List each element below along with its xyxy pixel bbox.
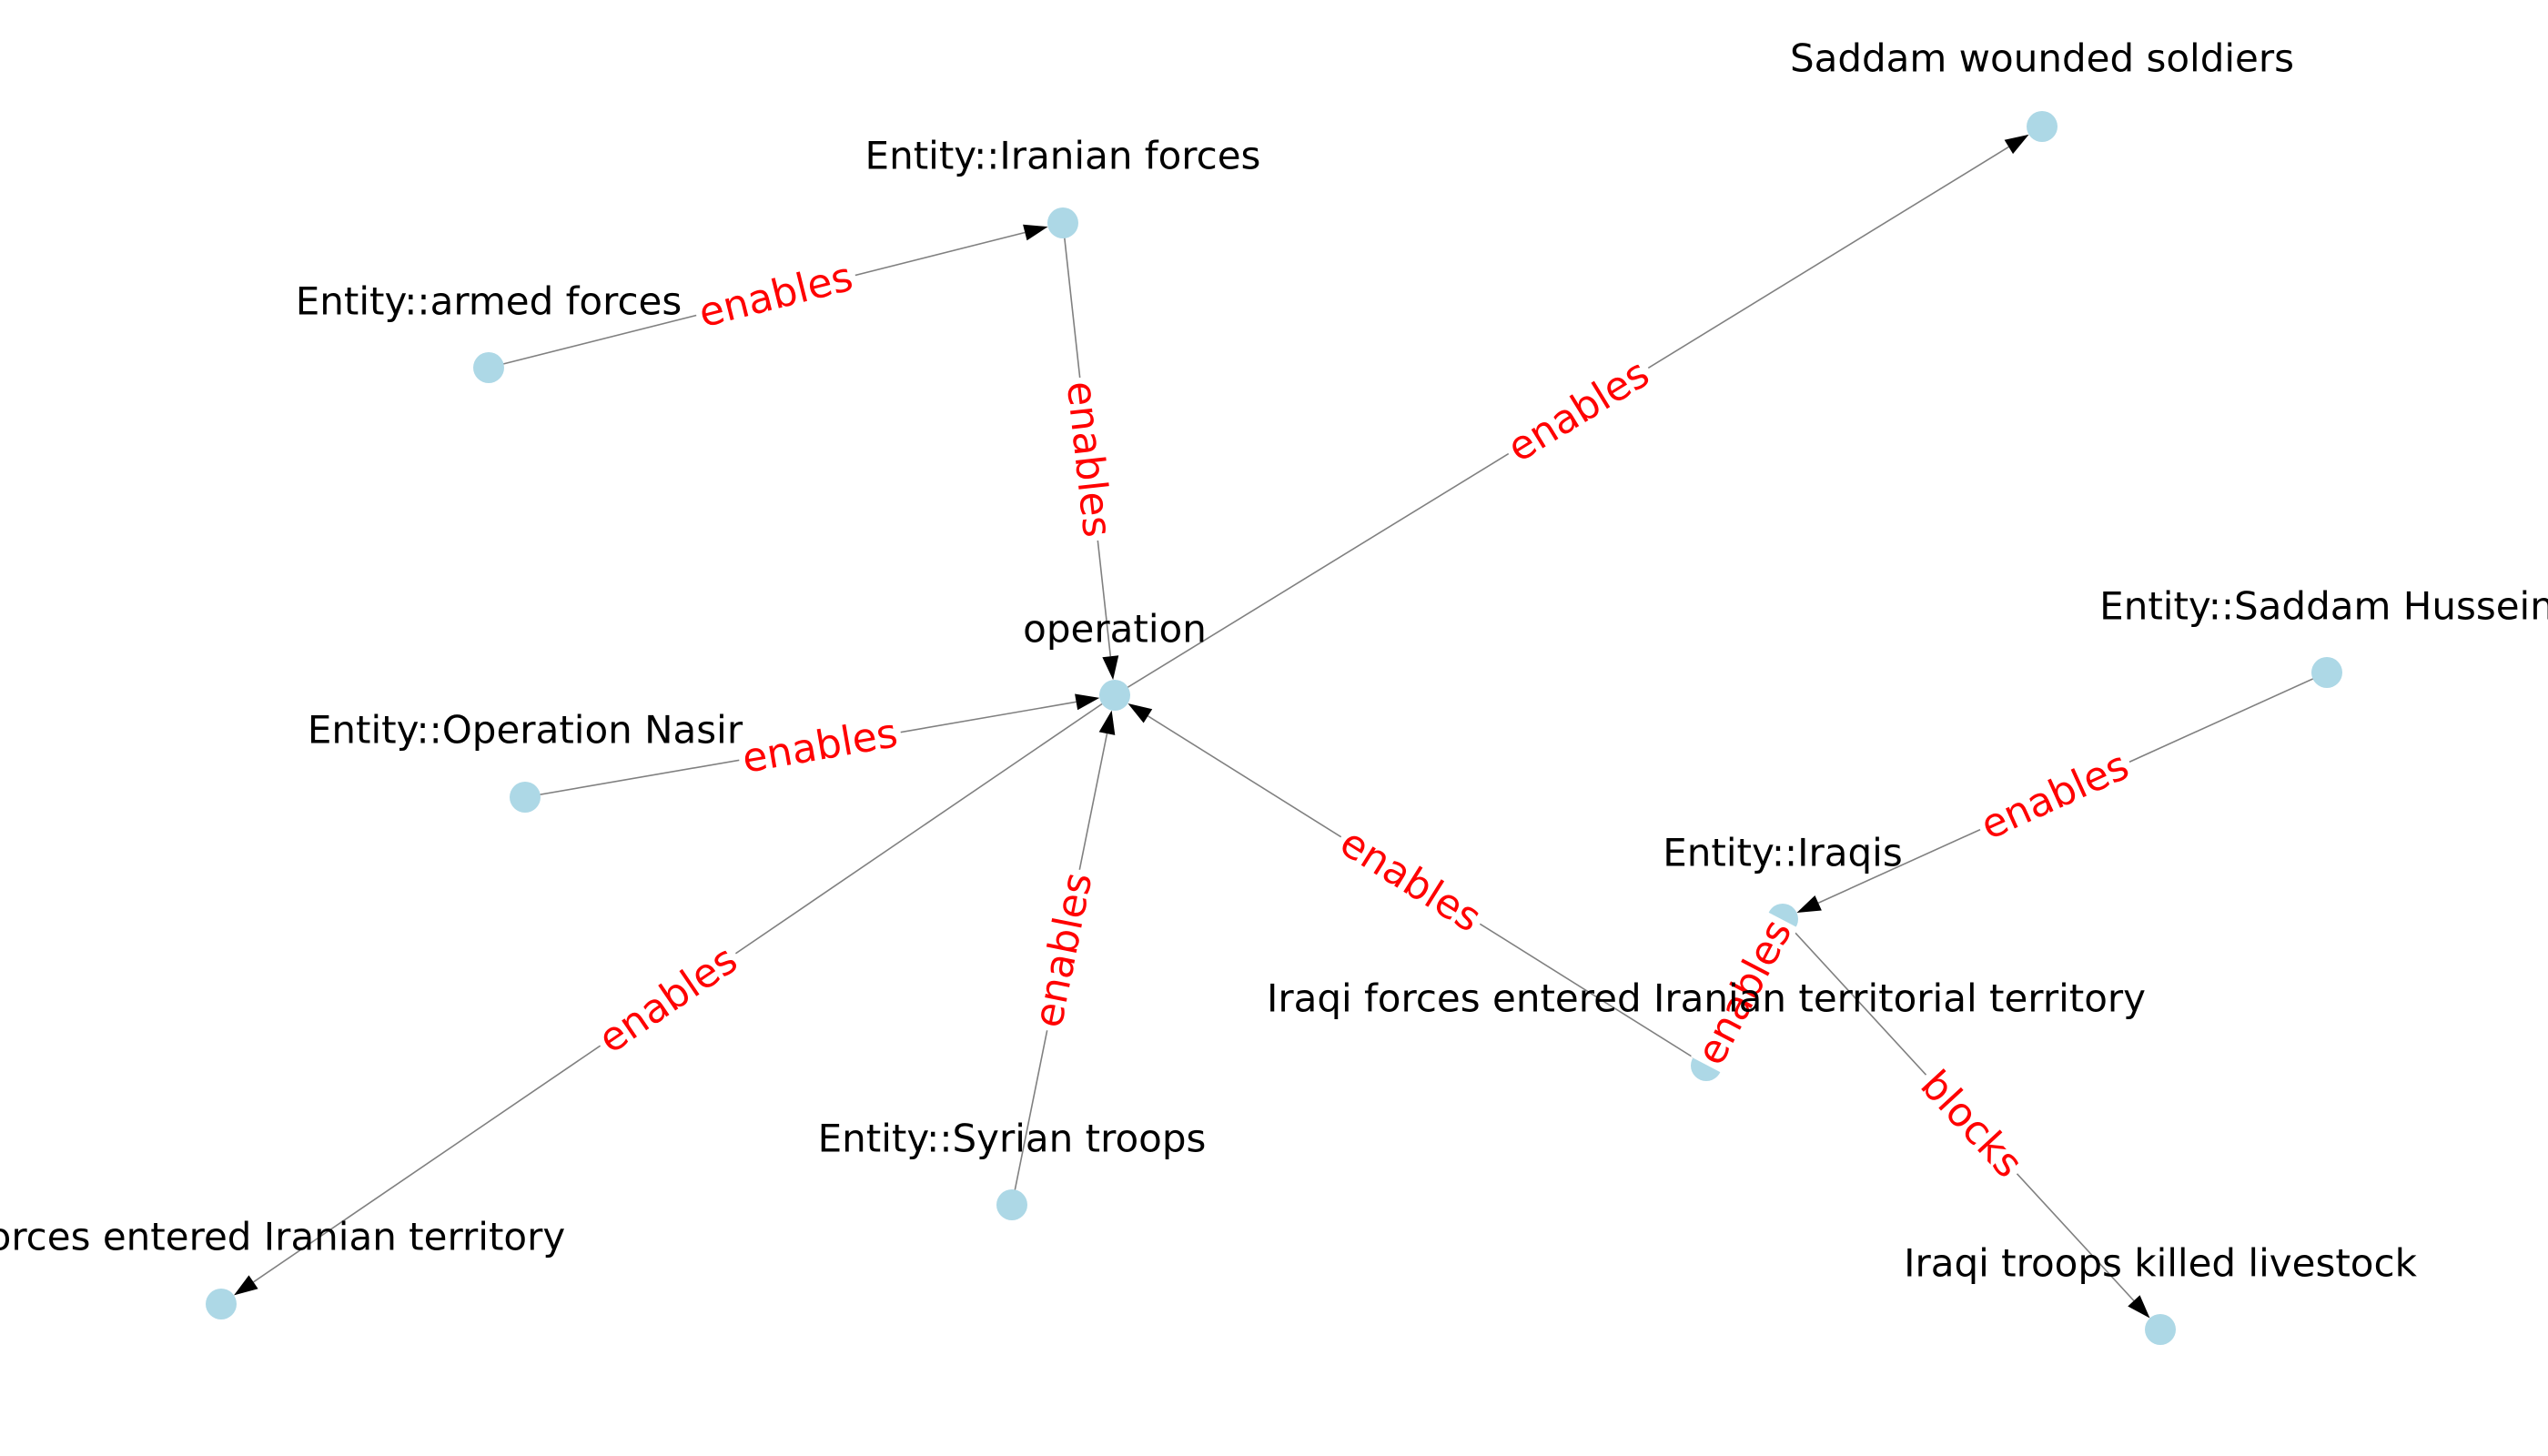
node-labels-layer: Entity::armed forces Entity::Iranian forc… bbox=[0, 36, 2548, 1286]
node-label-nasir: Entity::Operation Nasir bbox=[308, 708, 743, 753]
node-label-saddam_wounded: Saddam wounded soldiers bbox=[1790, 36, 2294, 81]
arrowhead-icon bbox=[1127, 703, 1153, 723]
edge-label-text: enables bbox=[591, 936, 746, 1063]
node-label-syrian: Entity::Syrian troops bbox=[818, 1117, 1207, 1161]
node-saddam_wounded[interactable] bbox=[2027, 111, 2058, 142]
edge-label-text: enables bbox=[1025, 869, 1101, 1032]
node-label-forces_entered: Iraqi forces entered Iranian territory bbox=[0, 1215, 565, 1259]
node-label-livestock: Iraqi troops killed livestock bbox=[1904, 1241, 2418, 1286]
node-saddam_hussein[interactable] bbox=[2311, 657, 2342, 688]
node-label-armed: Entity::armed forces bbox=[296, 279, 682, 324]
edge-label-text: enables bbox=[1332, 819, 1490, 942]
edge-label: enables bbox=[590, 936, 746, 1063]
edge-label-background bbox=[1029, 865, 1097, 1035]
edge-label-text: blocks bbox=[1911, 1062, 2031, 1187]
arrowhead-icon bbox=[2004, 134, 2029, 155]
edge-label-text: enables bbox=[739, 710, 901, 783]
edge-label-text: enables bbox=[1500, 350, 1657, 471]
edge-label: blocks bbox=[1911, 1062, 2031, 1187]
node-label-iranian: Entity::Iranian forces bbox=[865, 134, 1261, 178]
node-iranian[interactable] bbox=[1047, 207, 1078, 238]
edge-label-text: enables bbox=[1057, 379, 1120, 540]
edge-label-background bbox=[1331, 822, 1490, 939]
arrowhead-icon bbox=[1075, 693, 1100, 711]
arrowhead-icon bbox=[234, 1275, 258, 1296]
node-nasir[interactable] bbox=[510, 782, 541, 813]
edge-label: enables bbox=[1972, 743, 2138, 849]
edge-label-background bbox=[1913, 1062, 2030, 1187]
edge-label: enables bbox=[1025, 865, 1102, 1035]
edge-label-background bbox=[735, 714, 905, 778]
node-armed[interactable] bbox=[473, 352, 504, 383]
node-label-iraqis: Entity::Iraqis bbox=[1663, 831, 1902, 875]
edge-label-text: enables bbox=[694, 254, 857, 338]
node-livestock[interactable] bbox=[2145, 1314, 2176, 1345]
node-operation[interactable] bbox=[1099, 680, 1130, 711]
edge-label: enables bbox=[1331, 819, 1490, 942]
arrowhead-icon bbox=[2128, 1295, 2150, 1319]
node-syrian[interactable] bbox=[996, 1189, 1027, 1220]
arrowhead-icon bbox=[1098, 710, 1116, 735]
edge-label-text: enables bbox=[1974, 743, 2136, 849]
edge-label-background bbox=[692, 258, 860, 333]
edge-label-background bbox=[1972, 745, 2138, 846]
node-forces_entered[interactable] bbox=[206, 1289, 237, 1320]
arrowhead-icon bbox=[1102, 655, 1119, 681]
arrowhead-icon bbox=[1796, 895, 1822, 913]
node-label-iraqi_entered_terr: Iraqi forces entered Iranian territorial… bbox=[1267, 976, 2146, 1021]
edge-label-background bbox=[590, 938, 746, 1061]
edge-label: enables bbox=[1057, 375, 1120, 543]
edge-label-background bbox=[1499, 352, 1658, 470]
edge-label: enables bbox=[692, 254, 860, 338]
node-label-saddam_hussein: Entity::Saddam Hussein bbox=[2099, 584, 2548, 629]
edge-label-background bbox=[1062, 375, 1116, 543]
edge-labels-layer: enables enables enables enables enables enabl… bbox=[590, 254, 2138, 1187]
arrowhead-icon bbox=[1023, 224, 1048, 241]
node-label-operation: operation bbox=[1023, 607, 1207, 652]
edge-label: enables bbox=[1499, 350, 1658, 471]
edge-label-background bbox=[1691, 911, 1798, 1074]
edge-label: enables bbox=[735, 710, 905, 783]
